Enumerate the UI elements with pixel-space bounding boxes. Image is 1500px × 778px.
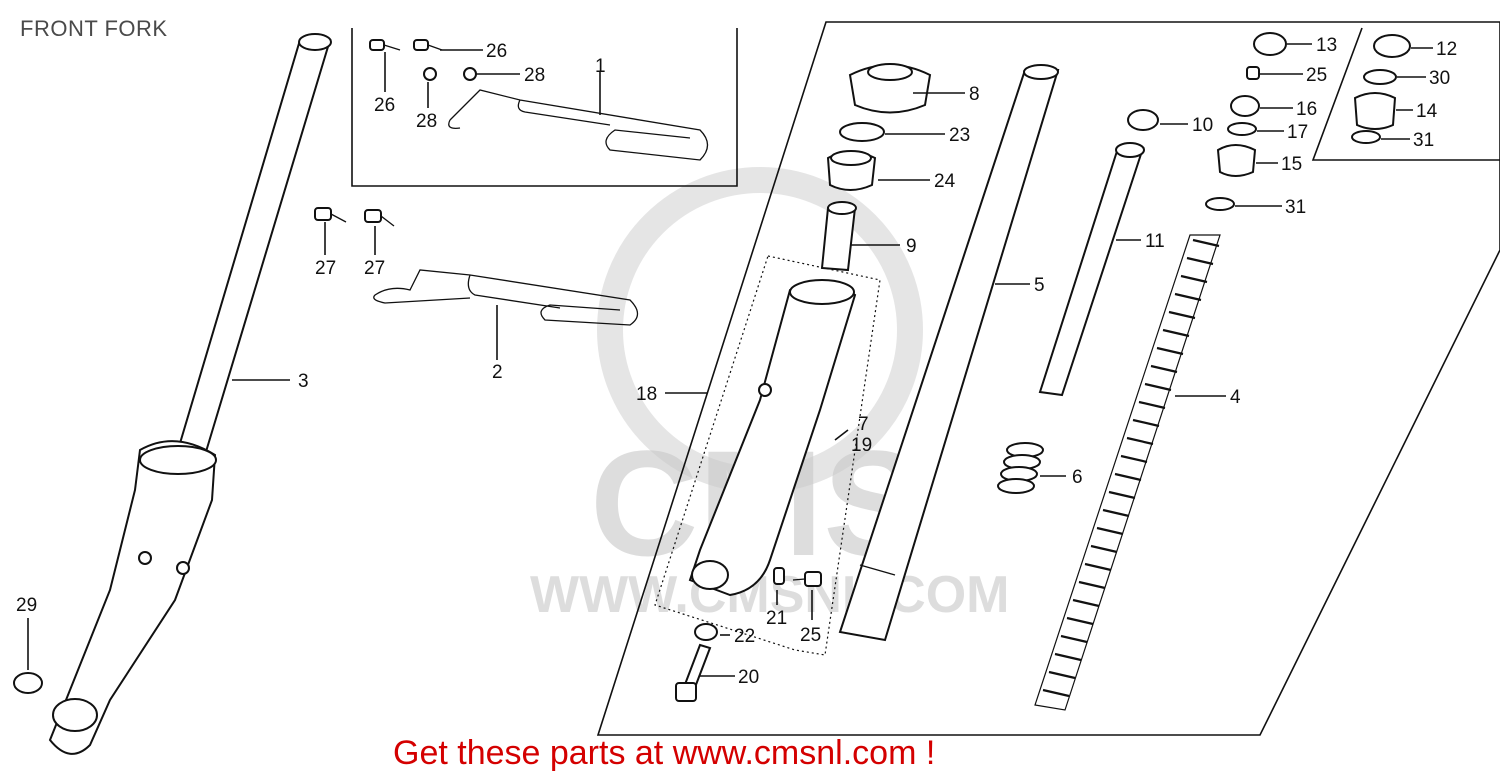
leader-lines — [27, 43, 1433, 677]
part-oil-seal-24 — [826, 150, 877, 191]
part-bolt-15 — [1216, 144, 1257, 177]
callout-26a: 26 — [374, 95, 395, 116]
part-ring-17 — [1227, 122, 1257, 136]
part-fork-slider-18 — [688, 279, 857, 597]
part-bolt-20 — [675, 643, 712, 702]
callout-19: 19 — [851, 435, 872, 456]
diagram-title: FRONT FORK — [20, 16, 168, 41]
part-washer — [13, 672, 43, 694]
part-circlip-23 — [839, 122, 885, 142]
footer-promo-link[interactable]: Get these parts at www.cmsnl.com ! — [393, 734, 936, 772]
callout-5: 5 — [1034, 275, 1045, 296]
part-oring-31a — [1205, 197, 1235, 211]
callout-28b: 28 — [524, 65, 545, 86]
part-cap-13 — [1253, 32, 1287, 56]
part-washer-30 — [1363, 69, 1397, 85]
part-cap-12 — [1373, 34, 1411, 58]
part-bolt-14 — [1353, 92, 1397, 130]
callout-17: 17 — [1287, 122, 1308, 143]
callout-30: 30 — [1429, 68, 1450, 89]
part-outer-fork-tube — [48, 33, 332, 755]
part-inner-fork-tube-5 — [838, 64, 1060, 642]
callout-31a: 31 — [1285, 197, 1306, 218]
callout-23: 23 — [949, 125, 970, 146]
part-bolts-top — [369, 39, 477, 81]
callout-27a: 27 — [315, 258, 336, 279]
callout-2: 2 — [492, 362, 503, 383]
part-rebound-spring-6 — [997, 442, 1044, 494]
part-washer-22 — [694, 623, 718, 641]
callout-10: 10 — [1192, 115, 1213, 136]
part-bolt-25 — [792, 571, 822, 587]
callout-7: 7 — [858, 414, 869, 435]
inset-frame-right — [1311, 27, 1500, 161]
callout-3: 3 — [298, 371, 309, 392]
callout-31b: 31 — [1413, 130, 1434, 151]
callout-29: 29 — [16, 595, 37, 616]
part-damper-rod-11 — [1038, 142, 1145, 397]
callout-24: 24 — [934, 171, 956, 192]
part-oring-31b — [1351, 130, 1381, 144]
inset-frame-top — [351, 28, 738, 187]
part-fork-spring-4 — [1034, 234, 1221, 711]
callout-27b: 27 — [364, 258, 385, 279]
callout-4: 4 — [1230, 387, 1241, 408]
callout-16: 16 — [1296, 99, 1317, 120]
assembly-frame — [596, 21, 1500, 736]
slider-subassembly-frame — [654, 255, 881, 656]
callout-28a: 28 — [416, 111, 437, 132]
part-bolts-27 — [314, 207, 395, 227]
callout-25b: 25 — [1306, 65, 1327, 86]
callout-15: 15 — [1281, 154, 1302, 175]
callout-8: 8 — [969, 84, 980, 105]
part-collar-9 — [820, 201, 857, 272]
callout-1: 1 — [595, 56, 606, 77]
callout-21: 21 — [766, 608, 787, 629]
callout-26b: 26 — [486, 41, 507, 62]
callout-14: 14 — [1416, 101, 1438, 122]
part-clamp-1 — [448, 89, 709, 161]
part-piston-ring-10 — [1127, 109, 1159, 131]
callout-18: 18 — [636, 384, 657, 405]
callout-11: 11 — [1145, 231, 1165, 252]
part-screw-25b — [1246, 66, 1260, 80]
part-screw-21 — [773, 567, 785, 585]
callout-12: 12 — [1436, 39, 1457, 60]
part-dust-seal-8 — [848, 63, 932, 114]
callout-22: 22 — [734, 626, 755, 647]
part-nut-16 — [1230, 95, 1260, 117]
part-clamp-2 — [373, 269, 639, 326]
callout-6: 6 — [1072, 467, 1083, 488]
callout-9: 9 — [906, 236, 917, 257]
callout-labels: 26 26 28 28 1 27 27 2 3 29 8 23 24 9 18 … — [16, 35, 1457, 688]
callout-13: 13 — [1316, 35, 1337, 56]
callout-25a: 25 — [800, 625, 821, 646]
callout-20: 20 — [738, 667, 759, 688]
watermark-site-text: WWW.CMSNL.COM — [530, 566, 1009, 624]
